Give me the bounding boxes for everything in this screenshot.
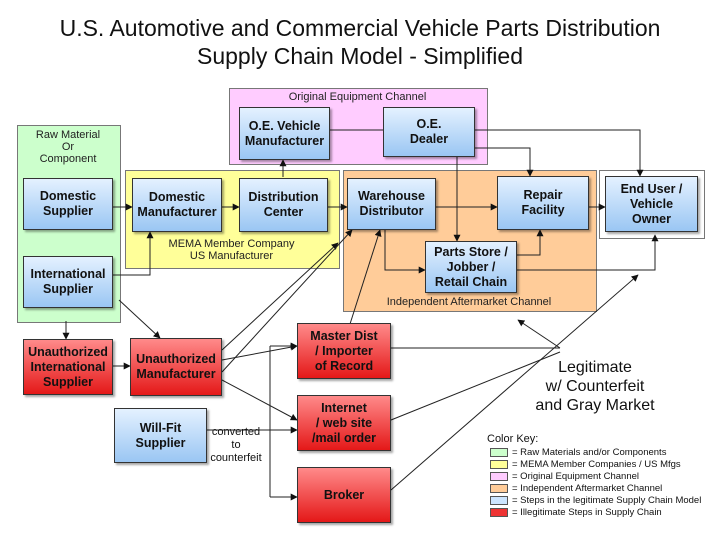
legend-swatch-mema: [490, 459, 508, 469]
legend-title: Color Key:: [487, 433, 539, 445]
broker-box: Broker: [297, 467, 391, 523]
legend-row-mema: = MEMA Member Companies / US Mfgs: [490, 458, 681, 470]
legend-label-illegit: = Illegitimate Steps in Supply Chain: [512, 506, 662, 518]
arrow-unauthmfr-to-wd-2: [221, 229, 353, 373]
aftermarket-label: Independent Aftermarket Channel: [386, 296, 552, 308]
arrow-master-to-wd: [349, 229, 382, 325]
legend-row-legit: = Steps in the legitimate Supply Chain M…: [490, 494, 702, 506]
arrow-partsstore-to-enduser: [517, 234, 659, 271]
arrow-partsstore-to-repair: [517, 229, 544, 256]
arrow-dealer-to-repair: [475, 147, 534, 177]
arrow-broker-to-enduser: [390, 274, 639, 491]
domestic-supplier-box: Domestic Supplier: [23, 178, 113, 230]
legend-label-oe: = Original Equipment Channel: [512, 470, 640, 482]
arrow-unauthmfr-to-internet: [221, 379, 298, 421]
converted-note: converted to counterfeit: [210, 426, 262, 464]
line-internet-to-enduser: [390, 351, 561, 421]
title-line-1: U.S. Automotive and Commercial Vehicle P…: [59, 15, 661, 41]
oe-vehicle-manufacturer-box: O.E. Vehicle Manufacturer: [239, 107, 330, 160]
arrow-wd-to-partsstore: [384, 228, 426, 274]
arrow-legit-to-aftermarket: [517, 319, 561, 349]
legend-swatch-aftermarket: [490, 483, 508, 493]
legend-row-raw: = Raw Materials and/or Components: [490, 446, 667, 458]
legitimate-note: Legitimate w/ Counterfeit and Gray Marke…: [535, 359, 655, 414]
page-title: U.S. Automotive and Commercial Vehicle P…: [0, 14, 720, 70]
repair-facility-box: Repair Facility: [497, 176, 589, 230]
legend-row-oe: = Original Equipment Channel: [490, 470, 640, 482]
legend-swatch-raw: [490, 447, 508, 457]
oe-dealer-box: O.E. Dealer: [383, 107, 475, 157]
internet-box: Internet / web site /mail order: [297, 395, 391, 451]
arrow-intl-to-manufacturer: [113, 231, 154, 276]
legend-row-illegit: = Illegitimate Steps in Supply Chain: [490, 506, 662, 518]
legend-row-aftermarket: = Independent Aftermarket Channel: [490, 482, 663, 494]
legend-swatch-oe: [490, 471, 508, 481]
parts-store-box: Parts Store / Jobber / Retail Chain: [425, 241, 517, 293]
international-supplier-box: International Supplier: [23, 256, 113, 308]
arrow-unauthmfr-to-master: [221, 343, 298, 361]
legend-swatch-illegit: [490, 507, 508, 517]
domestic-manufacturer-box: Domestic Manufacturer: [132, 178, 222, 232]
warehouse-distributor-box: Warehouse Distributor: [347, 178, 436, 230]
legend-label-raw: = Raw Materials and/or Components: [512, 446, 667, 458]
title-line-2: Supply Chain Model - Simplified: [197, 43, 523, 69]
will-fit-supplier-box: Will-Fit Supplier: [114, 408, 207, 463]
original-equipment-label: Original Equipment Channel: [288, 91, 427, 103]
arrow-dealer-to-enduser: [475, 129, 644, 177]
legend-label-legit: = Steps in the legitimate Supply Chain M…: [512, 494, 702, 506]
master-dist-box: Master Dist / Importer of Record: [297, 323, 391, 379]
arrow-unauthmfr-to-wd: [221, 242, 339, 351]
raw-material-label: Raw Material Or Component: [35, 129, 101, 165]
legend-label-mema: = MEMA Member Companies / US Mfgs: [512, 458, 681, 470]
legend-swatch-legit: [490, 495, 508, 505]
distribution-center-box: Distribution Center: [239, 178, 328, 232]
unauthorized-manufacturer-box: Unauthorized Manufacturer: [130, 338, 222, 396]
legend-label-aftermarket: = Independent Aftermarket Channel: [512, 482, 663, 494]
arrow-raw-to-unauth-mfr: [118, 299, 161, 339]
mema-label: MEMA Member Company US Manufacturer: [168, 238, 295, 262]
unauthorized-international-supplier-box: Unauthorized International Supplier: [23, 339, 113, 395]
end-user-box: End User / Vehicle Owner: [605, 176, 698, 232]
